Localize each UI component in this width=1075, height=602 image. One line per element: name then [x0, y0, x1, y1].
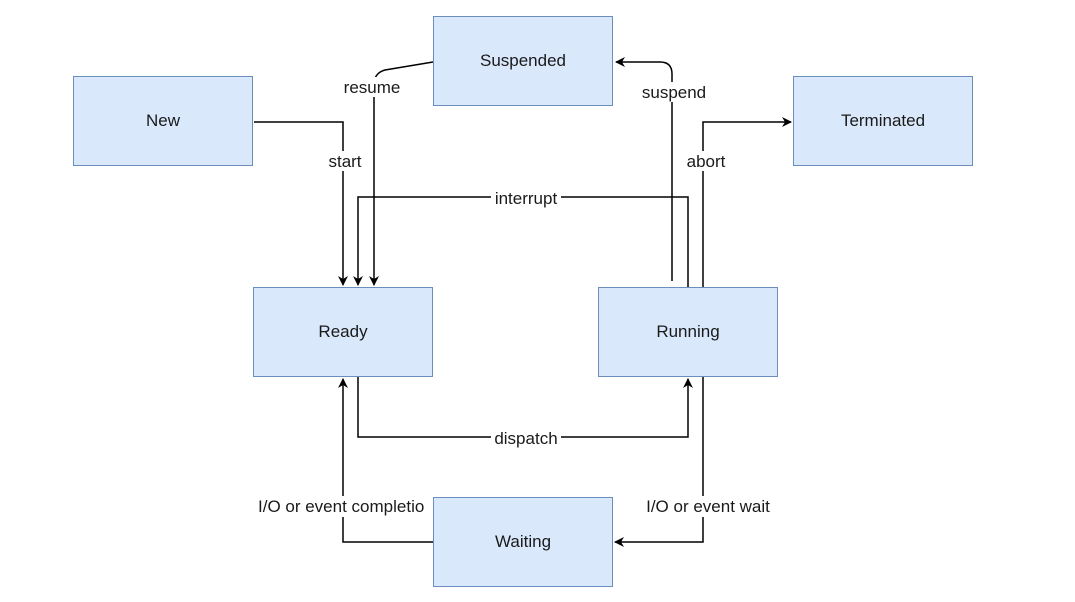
edge-start[interactable] — [254, 121, 348, 286]
label-interrupt: interrupt — [495, 189, 558, 208]
edge-io-wait[interactable] — [614, 377, 704, 547]
label-resume: resume — [344, 78, 401, 97]
label-io-wait: I/O or event wait — [646, 497, 770, 516]
state-terminated[interactable]: Terminated — [793, 76, 973, 166]
state-waiting[interactable]: Waiting — [433, 497, 613, 587]
state-ready-label: Ready — [318, 322, 368, 341]
state-suspended[interactable]: Suspended — [433, 16, 613, 106]
state-waiting-label: Waiting — [494, 532, 552, 551]
state-running-label: Running — [656, 322, 720, 341]
label-abort: abort — [687, 152, 726, 171]
state-new[interactable]: New — [73, 76, 253, 166]
edge-io-completion[interactable] — [338, 378, 433, 543]
label-dispatch: dispatch — [494, 429, 557, 448]
edge-abort[interactable] — [702, 117, 792, 287]
label-io-completion: I/O or event completio — [258, 497, 424, 516]
state-suspended-label: Suspended — [479, 51, 567, 70]
label-suspend: suspend — [642, 83, 706, 102]
state-terminated-label: Terminated — [840, 111, 926, 130]
edge-suspend[interactable] — [615, 57, 673, 281]
edge-interrupt[interactable] — [353, 196, 689, 287]
label-start: start — [328, 152, 361, 171]
state-new-label: New — [145, 111, 180, 130]
state-ready[interactable]: Ready — [253, 287, 433, 377]
state-running[interactable]: Running — [598, 287, 778, 377]
